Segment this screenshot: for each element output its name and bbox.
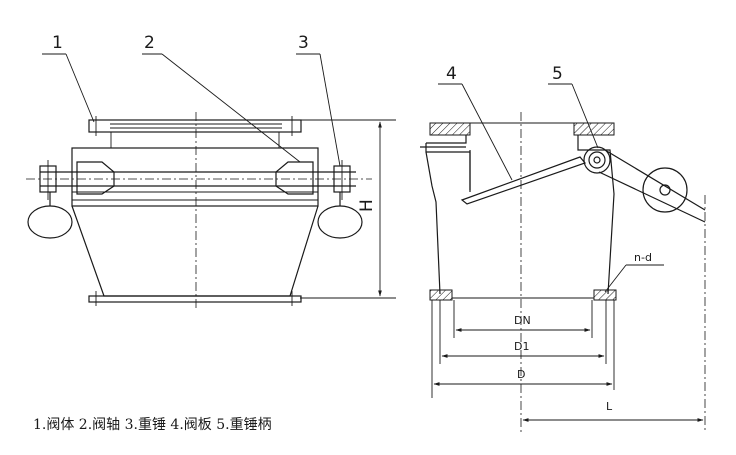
height-label: H xyxy=(357,199,377,212)
right-callouts: 4 5 n-d xyxy=(438,64,664,293)
callout-4: 4 xyxy=(446,64,457,84)
length-label: L xyxy=(606,400,613,413)
callout-3: 3 xyxy=(298,33,309,53)
top-flange xyxy=(88,119,302,133)
dn-label: DN xyxy=(514,314,531,327)
callout-2: 2 xyxy=(144,33,155,53)
d1-label: D1 xyxy=(514,340,529,353)
bottom-flange xyxy=(88,295,302,303)
valve-body xyxy=(71,147,319,207)
diameter-dimensions: DN D1 D L xyxy=(431,300,704,422)
bearing-left xyxy=(76,161,115,195)
valve-plate xyxy=(460,156,587,205)
weight-left xyxy=(27,205,73,239)
left-callouts: 1 2 3 xyxy=(42,33,341,167)
d-label: D xyxy=(517,368,525,381)
counterweight xyxy=(642,167,688,213)
callout-1: 1 xyxy=(52,33,63,53)
bottom-flange-right xyxy=(593,289,617,301)
bearing-right xyxy=(275,161,314,195)
cone-body xyxy=(71,205,319,297)
callout-5: 5 xyxy=(552,64,563,84)
right-wall xyxy=(577,135,615,295)
shaft-ring xyxy=(583,146,611,174)
weight-arm xyxy=(604,149,706,211)
weight-right xyxy=(317,205,363,239)
top-flange-right xyxy=(573,122,615,136)
left-wall xyxy=(425,135,471,295)
parts-legend: 1.阀体 2.阀轴 3.重锤 4.阀板 5.重锤柄 xyxy=(33,417,272,433)
bottom-flange-left xyxy=(429,289,453,301)
height-dimension: H xyxy=(300,119,396,299)
holes-label: n-d xyxy=(634,251,652,264)
front-view xyxy=(26,112,372,308)
section-view xyxy=(420,112,706,432)
top-flange-left xyxy=(429,122,471,136)
